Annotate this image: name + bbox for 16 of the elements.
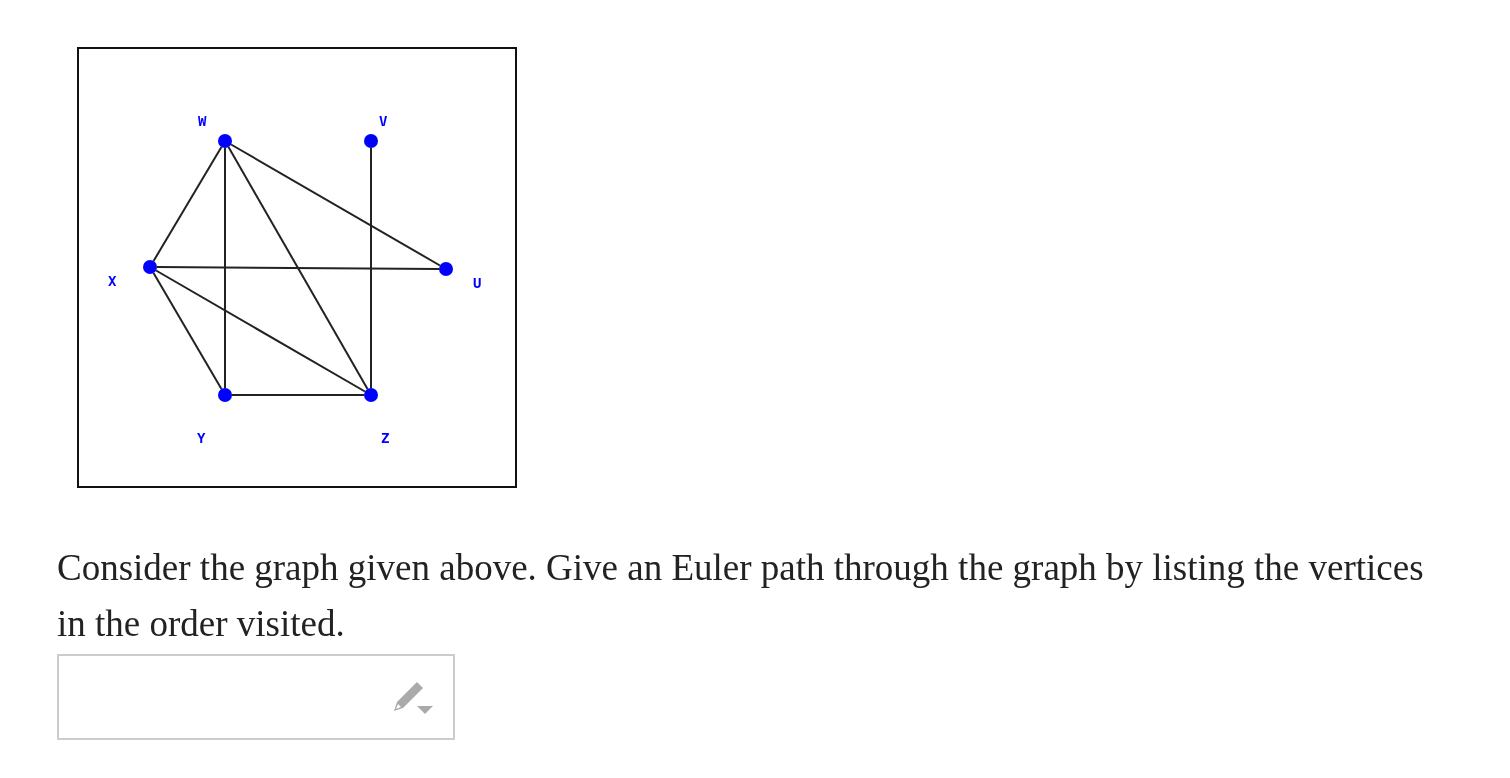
graph-edge [230,143,441,267]
graph-edge [155,269,366,393]
vertex-label: W [198,113,207,129]
vertex-label: Z [381,430,390,446]
graph-edge [224,147,226,389]
question-text: Consider the graph given above. Give an Euler path through the graph by listing the vertices in the order visited. [57,546,1425,646]
vertex-label: X [108,273,117,289]
graph-edge [152,146,223,262]
vertex-label: V [379,113,388,129]
graph-edge [370,147,372,389]
graph-edge [152,272,223,390]
graph-edge [156,266,440,270]
graph-edge [231,394,365,396]
vertex-label: Y [197,430,206,446]
graph-edge [227,146,369,390]
vertex-label: U [473,275,482,291]
